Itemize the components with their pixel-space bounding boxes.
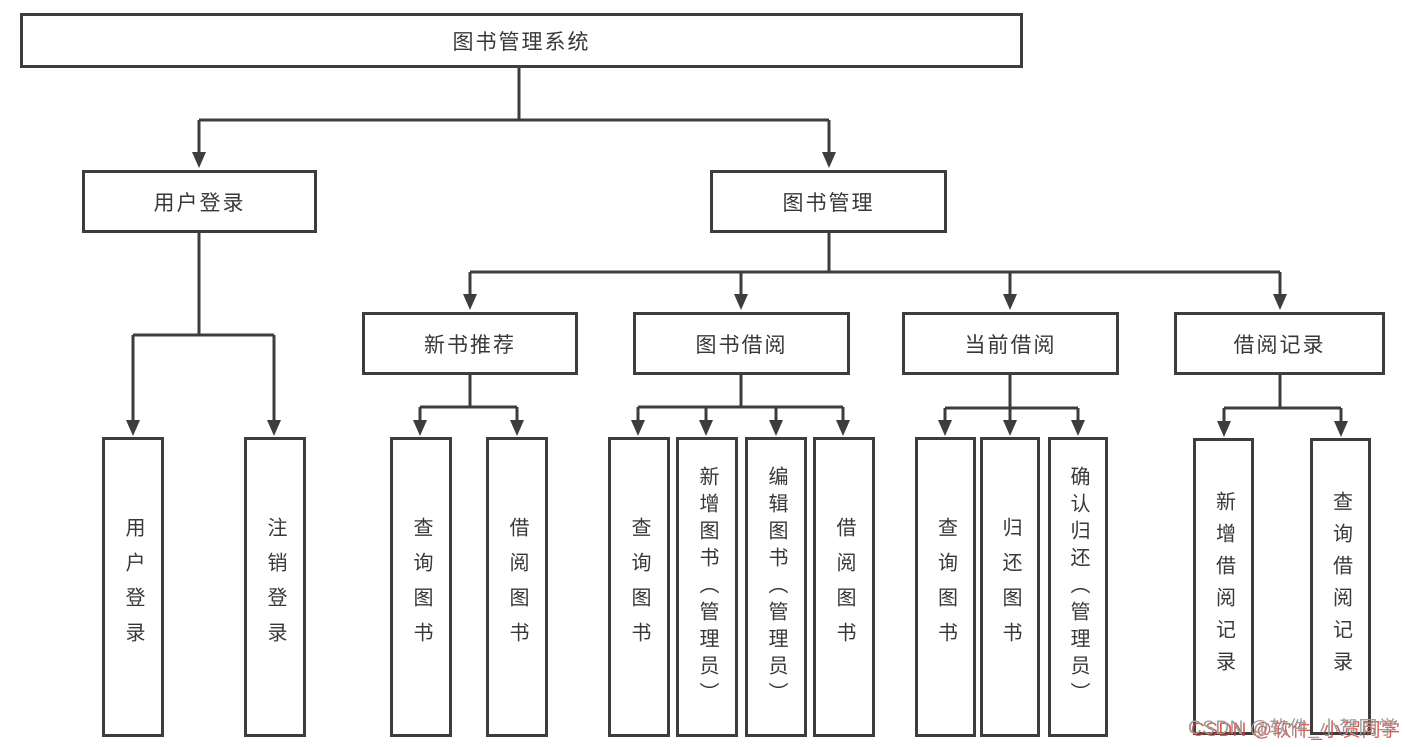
leaf-query-borrow-record: 查询借阅记录 <box>1310 438 1371 735</box>
node-book-management: 图书管理 <box>710 170 947 233</box>
leaf-query-books-current: 查询图书 <box>915 437 976 737</box>
leaf-add-borrow-record: 新增借阅记录 <box>1193 438 1254 735</box>
node-current-borrow: 当前借阅 <box>902 312 1119 375</box>
node-new-book-recommend: 新书推荐 <box>362 312 578 375</box>
node-borrow-records: 借阅记录 <box>1174 312 1385 375</box>
leaf-user-login: 用户登录 <box>102 437 164 737</box>
leaf-logout: 注销登录 <box>244 437 306 737</box>
leaf-query-books-recommend: 查询图书 <box>390 437 452 737</box>
leaf-add-books-admin: 新增图书（管理员） <box>676 437 738 737</box>
leaf-confirm-return-admin: 确认归还（管理员） <box>1048 437 1108 737</box>
leaf-query-books-borrow: 查询图书 <box>608 437 670 737</box>
leaf-edit-books-admin: 编辑图书（管理员） <box>745 437 807 737</box>
node-book-borrow: 图书借阅 <box>633 312 850 375</box>
leaf-borrow-books-recommend: 借阅图书 <box>486 437 548 737</box>
leaf-borrow-books: 借阅图书 <box>813 437 875 737</box>
node-root-library-system: 图书管理系统 <box>20 13 1023 68</box>
node-user-login: 用户登录 <box>82 170 317 233</box>
leaf-return-books: 归还图书 <box>980 437 1040 737</box>
csdn-watermark: CSDN @软件_小贺同学 <box>1188 718 1398 739</box>
